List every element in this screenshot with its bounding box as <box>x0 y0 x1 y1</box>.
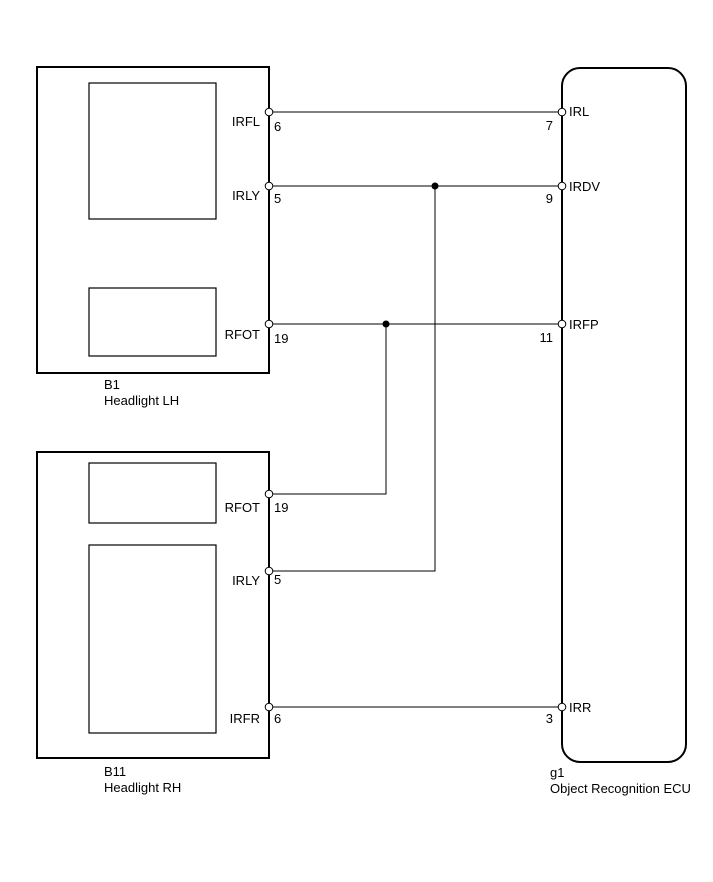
b11-component-code: B11 <box>104 764 126 779</box>
terminal-b11-irly <box>264 566 274 576</box>
terminal-g1-irdv <box>557 181 567 191</box>
b11-connector-box <box>36 451 270 759</box>
g1-signal-label: IRFP <box>569 317 599 332</box>
b11-internal-block-lower <box>88 544 217 734</box>
terminal-g1-irr <box>557 702 567 712</box>
splice-dot-rfot <box>382 320 390 328</box>
b1-pin-number: 5 <box>274 191 281 206</box>
b1-signal-label: RFOT <box>225 327 260 342</box>
g1-ecu-box <box>561 67 687 763</box>
b1-pin-number: 6 <box>274 119 281 134</box>
terminal-g1-irl <box>557 107 567 117</box>
g1-signal-label: IRL <box>569 104 589 119</box>
terminal-b1-rfot <box>264 319 274 329</box>
b11-pin-number: 5 <box>274 572 281 587</box>
b11-signal-label: RFOT <box>225 500 260 515</box>
terminal-b1-irfl <box>264 107 274 117</box>
terminal-b11-irfr <box>264 702 274 712</box>
terminal-b1-irly <box>264 181 274 191</box>
b1-signal-label: IRFL <box>232 114 260 129</box>
b1-component-code: B1 <box>104 377 120 392</box>
g1-pin-number: 11 <box>540 330 554 345</box>
g1-signal-label: IRR <box>569 700 591 715</box>
b1-signal-label: IRLY <box>232 188 260 203</box>
b11-pin-number: 6 <box>274 711 281 726</box>
b11-pin-number: 19 <box>274 500 288 515</box>
g1-pin-number: 9 <box>546 191 553 206</box>
b11-component-name: Headlight RH <box>104 780 181 795</box>
g1-signal-label: IRDV <box>569 179 600 194</box>
b1-pin-number: 19 <box>274 331 288 346</box>
g1-pin-number: 3 <box>546 711 553 726</box>
b1-internal-block-lower <box>88 287 217 357</box>
wire-irly-rh-branch <box>269 186 436 572</box>
terminal-b11-rfot <box>264 489 274 499</box>
g1-pin-number: 7 <box>546 118 553 133</box>
b1-connector-box <box>36 66 270 374</box>
b11-internal-block-upper <box>88 462 217 524</box>
b11-signal-label: IRLY <box>232 573 260 588</box>
b11-signal-label: IRFR <box>230 711 260 726</box>
b1-internal-block-upper <box>88 82 217 220</box>
terminal-g1-irfp <box>557 319 567 329</box>
splice-dot-irly <box>431 182 439 190</box>
g1-component-name: Object Recognition ECU <box>550 781 691 796</box>
b1-component-name: Headlight LH <box>104 393 179 408</box>
wire-rfot-rh-branch <box>269 324 387 495</box>
g1-component-code: g1 <box>550 765 564 780</box>
